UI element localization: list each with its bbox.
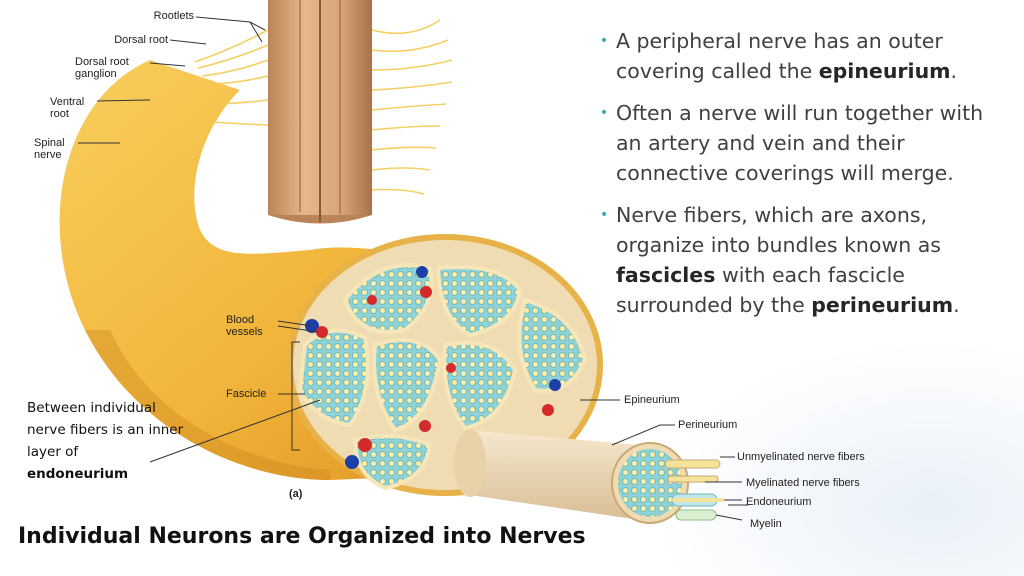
bullet-artery-vein: •Often a nerve will run together with an… — [600, 98, 1000, 188]
bullet-dot: • — [600, 207, 609, 223]
endoneurium-note: Between individual nerve fibers is an in… — [27, 400, 184, 482]
bullet-dot: • — [600, 33, 609, 49]
label-rootlets: Rootlets — [153, 10, 194, 22]
background-panel — [560, 300, 1024, 576]
blood-vessels — [305, 266, 561, 469]
spinal-cord — [268, 0, 372, 224]
label-fascicle: Fascicle — [226, 388, 267, 400]
bullet-epineurium: •A peripheral nerve has an outer coverin… — [600, 26, 1000, 86]
label-epineurium: Epineurium — [624, 394, 680, 406]
label-perineurium: Perineurium — [678, 419, 738, 431]
slide-title: Individual Neurons are Organized into Ne… — [18, 524, 586, 549]
leader-lines — [78, 16, 748, 521]
label-blood-vessels: Blood vessels — [226, 314, 263, 338]
nerve-fibers — [664, 459, 724, 521]
bullet-list: •A peripheral nerve has an outer coverin… — [600, 26, 1000, 332]
label-dorsal-root: Dorsal root — [114, 34, 168, 46]
label-unmyelinated-fibers: Unmyelinated nerve fibers — [737, 451, 865, 463]
label-ventral-root: Ventral root — [50, 96, 85, 120]
bullet-dot: • — [600, 105, 609, 121]
figure-tag: (a) — [289, 488, 303, 500]
label-spinal-nerve: Spinal nerve — [34, 137, 65, 161]
label-myelinated-fibers: Myelinated nerve fibers — [746, 477, 860, 489]
label-endoneurium: Endoneurium — [746, 496, 812, 508]
fascicle-tube — [454, 429, 689, 524]
nerve-shadow — [85, 330, 330, 480]
bullet-fascicles: •Nerve fibers, which are axons, organize… — [600, 200, 1000, 320]
label-myelin: Myelin — [750, 518, 782, 530]
label-dorsal-root-ganglion: Dorsal root ganglion — [75, 56, 129, 80]
